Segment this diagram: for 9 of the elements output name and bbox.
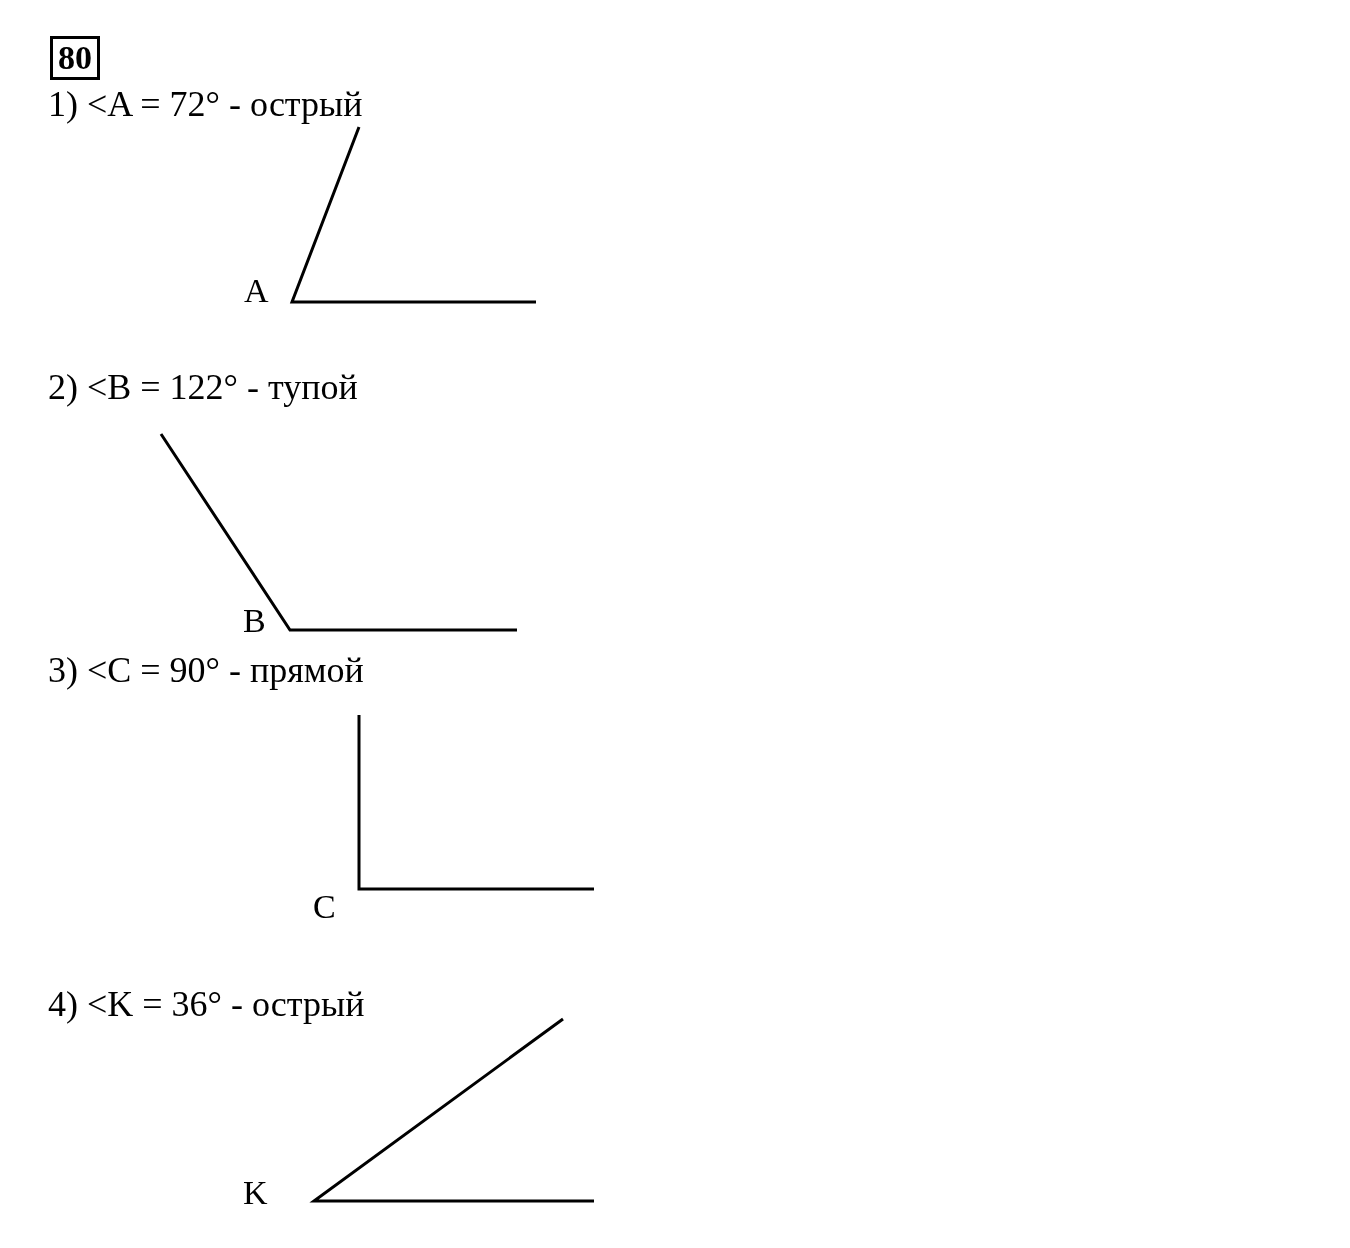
angle-statement: 2) <B = 122° - тупой	[48, 369, 358, 405]
vertex-label: A	[244, 274, 269, 308]
angle-statement: 4) <K = 36° - острый	[48, 986, 365, 1022]
vertex-label: C	[313, 890, 336, 924]
angle-statement: 3) <C = 90° - прямой	[48, 652, 364, 688]
problem-number: 80	[50, 36, 100, 80]
angle-statement: 1) <A = 72° - острый	[48, 86, 363, 122]
vertex-label: B	[243, 604, 266, 638]
vertex-label: K	[243, 1176, 268, 1210]
